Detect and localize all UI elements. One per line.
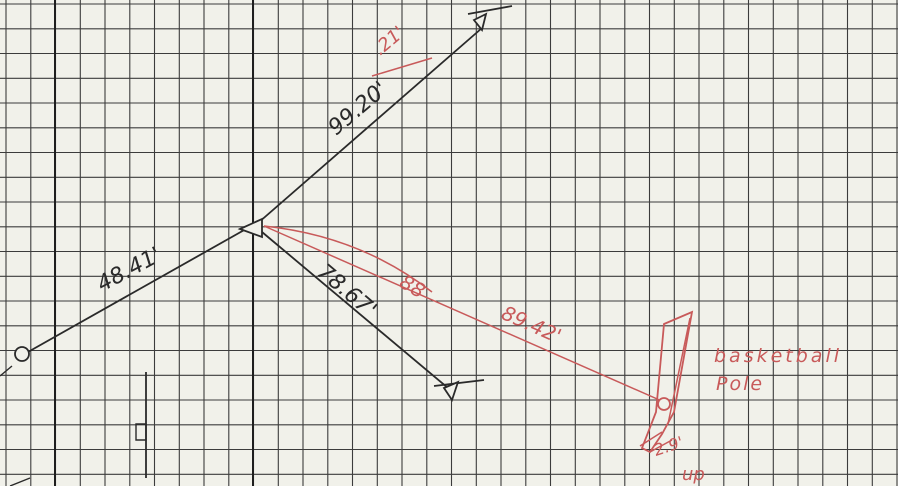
circle-point-icon (14, 346, 30, 362)
pole-hatch-line (667, 317, 691, 425)
bottom-note-label: up (682, 464, 705, 485)
red-curved-line (263, 225, 433, 293)
pole-offset-dimension (639, 431, 673, 453)
station-markers (14, 5, 513, 403)
pole-label-line1: basketball (714, 345, 842, 367)
red-traverse-line (263, 225, 665, 403)
basketball-pole-circle-icon (657, 397, 671, 411)
pole-label-line2: Pole (716, 373, 764, 395)
northeast-station-triangle-icon (467, 5, 513, 32)
southeast-station-triangle-icon (433, 379, 485, 403)
pole-marker-group (657, 397, 671, 411)
basketball-pole-outline (640, 310, 694, 454)
bottom-left-mark (9, 477, 31, 486)
heavy-grid-lines (54, 0, 254, 486)
left-edge-arrow-mark (0, 365, 13, 377)
pencil-lines (0, 27, 483, 486)
red-correction-strike (371, 57, 433, 77)
northeast-traverse-line (257, 27, 483, 224)
southwest-traverse-line (27, 228, 247, 353)
southeast-traverse-line (261, 231, 449, 389)
small-square-mark (135, 423, 147, 441)
red-ink-lines (263, 57, 694, 454)
center-station-triangle-icon (237, 217, 263, 239)
